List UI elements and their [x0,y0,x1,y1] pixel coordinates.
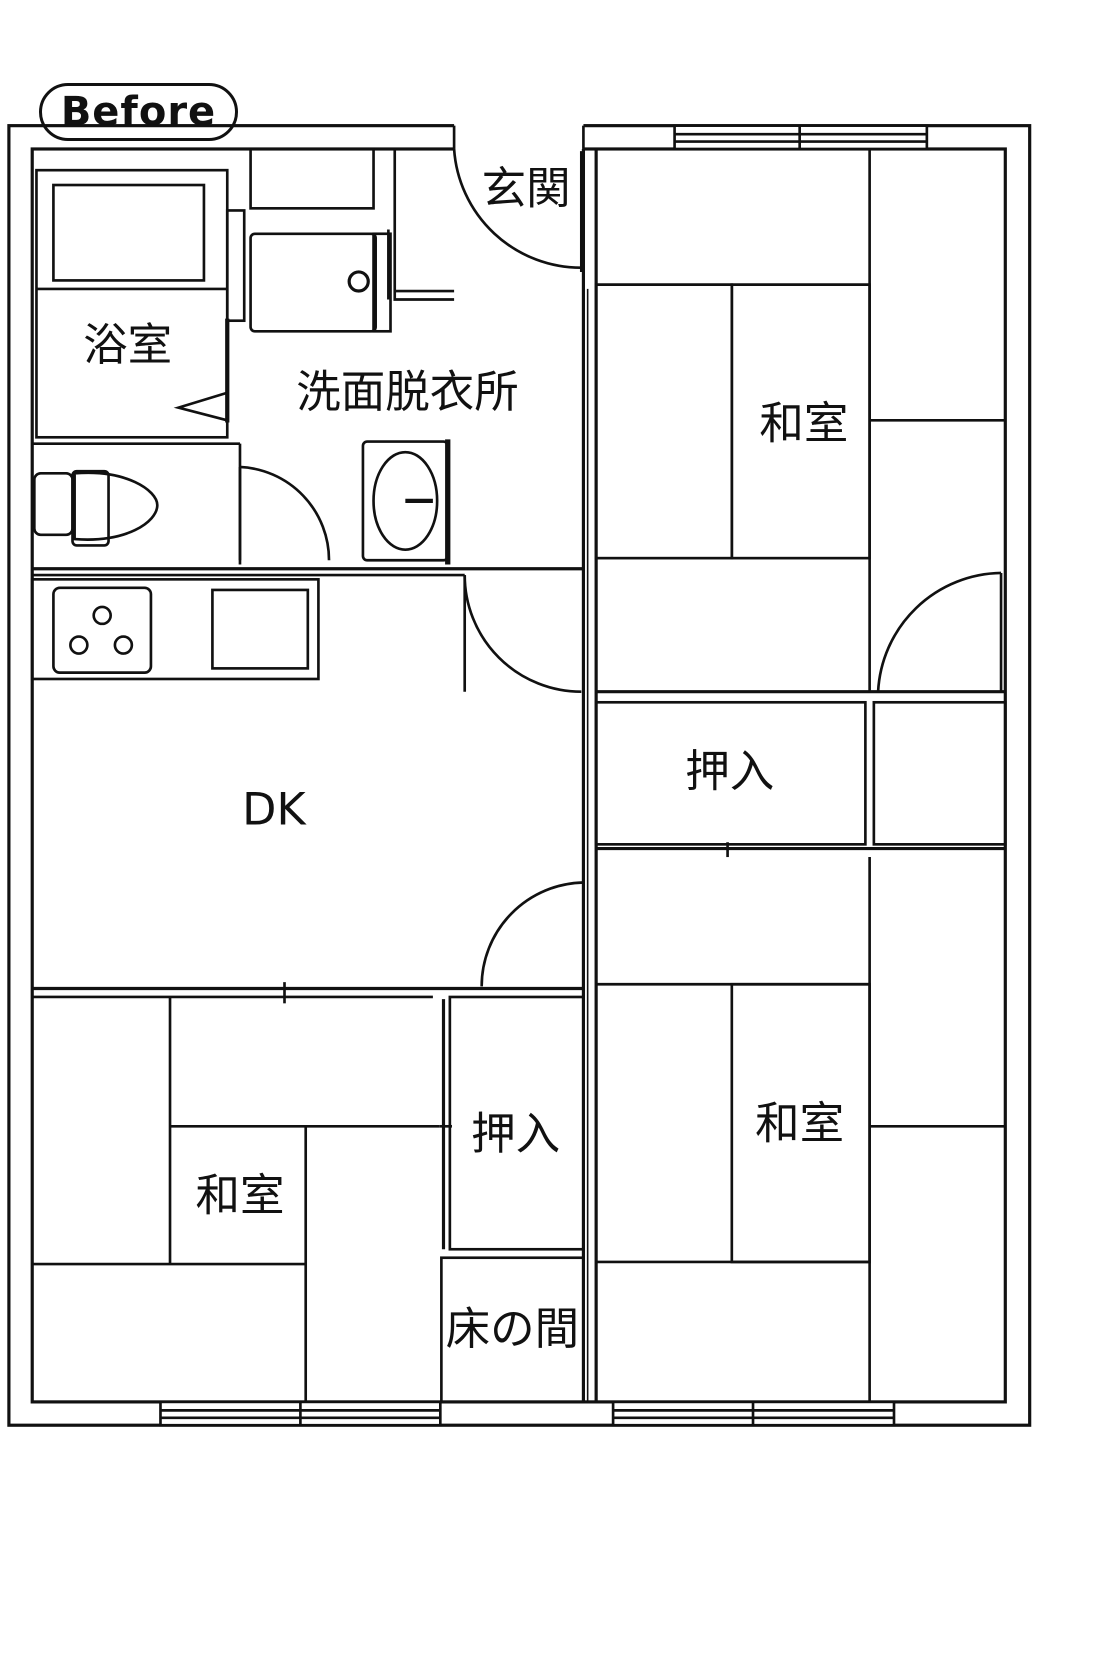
oshiire-sw [448,995,585,1251]
entrance-gap [452,123,585,152]
ne-door-swing [876,571,1002,692]
room-label-washitsu-se: 和室 [755,1098,844,1149]
dk-door-swing [463,575,582,694]
closet-right [872,700,1007,846]
shelf [249,147,375,210]
washbasin [372,450,439,551]
room-label-dk: DK [242,785,307,836]
room-label-oshiire-sw: 押入 [471,1109,560,1160]
bathtub [52,183,206,282]
inner-wall [30,147,1007,1404]
before-badge: Before [39,83,238,141]
window-top [673,124,929,151]
toilet-door-swing [239,465,331,561]
bath-room [35,168,229,439]
oshiire-mid [594,700,867,846]
dk-door2-swing [480,881,584,987]
washing-machine-pan [249,232,377,333]
room-label-washitsu-sw: 和室 [195,1170,284,1221]
window-bottom-right [611,1400,896,1427]
entrance-wall [393,148,455,301]
tokonoma [440,1256,585,1404]
kitchen-counter [30,578,320,681]
window-bottom-left [159,1400,442,1427]
toilet [33,469,159,547]
stove [52,586,153,674]
burner-icons [69,605,134,655]
room-label-washitsu-ne: 和室 [759,399,848,450]
room-label-oshiire-mid: 押入 [685,746,774,797]
bath-door-mark [173,391,228,422]
entrance-door-swing [452,148,582,270]
room-label-bath: 浴室 [83,320,172,371]
room-label-tokonoma: 床の間 [446,1304,580,1355]
drain [347,270,370,293]
room-label-genkan: 玄関 [482,163,571,214]
sink [211,588,310,670]
room-label-washroom: 洗面脱衣所 [296,367,519,418]
tatami-ne-1 [594,283,734,560]
